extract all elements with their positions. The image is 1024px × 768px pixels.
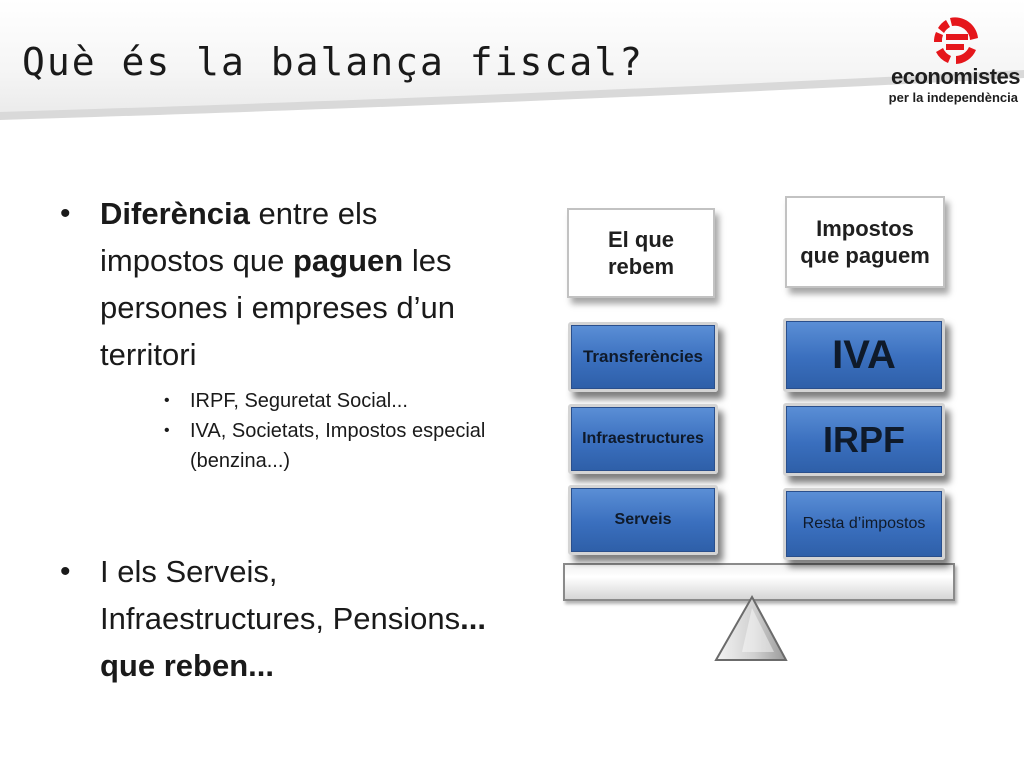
bullet-text: entre els impostos que (100, 196, 378, 278)
bullet-icon: • (60, 555, 71, 588)
right-item-resta: Resta d’impostos (783, 488, 945, 560)
bullet-icon: • (60, 197, 71, 230)
left-item-serveis: Serveis (568, 485, 718, 555)
balance-fulcrum-icon (714, 594, 788, 661)
slide-title: Què és la balança fiscal? (22, 40, 644, 84)
sub-bullet-icon: • (164, 422, 170, 439)
logo: economistes per la independència (880, 14, 1021, 105)
title-swoosh (0, 70, 1024, 150)
sub-bullet-text: IRPF, Seguretat Social... (190, 390, 408, 412)
bullet-strong: Diferència (100, 196, 250, 231)
left-item-infraestructures: Infraestructures (568, 404, 718, 474)
left-item-transferencies: Transferències (568, 322, 718, 392)
bullet-strong: paguen (293, 243, 404, 278)
sub-bullet-item: • IRPF, Seguretat Social... (60, 386, 500, 416)
balance-beam (563, 563, 955, 601)
bullet-item: • I els Serveis, Infraestructures, Pensi… (60, 548, 500, 689)
right-item-irpf: IRPF (783, 403, 945, 476)
bullet-list: • Diferència entre els impostos que pagu… (60, 190, 500, 689)
bullet-item: • Diferència entre els impostos que pagu… (60, 190, 500, 378)
logo-tagline: per la independència (888, 90, 1018, 105)
sub-bullet-icon: • (164, 392, 170, 409)
logo-mark-icon (933, 17, 978, 64)
bullet-text: les persones i empreses d’un territori (100, 243, 455, 372)
bullet-strong: ... que reben... (100, 601, 486, 683)
logo-name: economistes (891, 64, 1021, 89)
left-header-box: El que rebem (567, 208, 715, 298)
bullet-text: I els Serveis, Infraestructures, Pension… (100, 554, 461, 636)
sub-bullet-text: IVA, Societats, Impostos especial (benzi… (190, 420, 486, 472)
right-item-iva: IVA (783, 318, 945, 392)
right-header-box: Impostos que paguem (785, 196, 945, 288)
sub-bullet-item: • IVA, Societats, Impostos especial (ben… (60, 416, 500, 476)
